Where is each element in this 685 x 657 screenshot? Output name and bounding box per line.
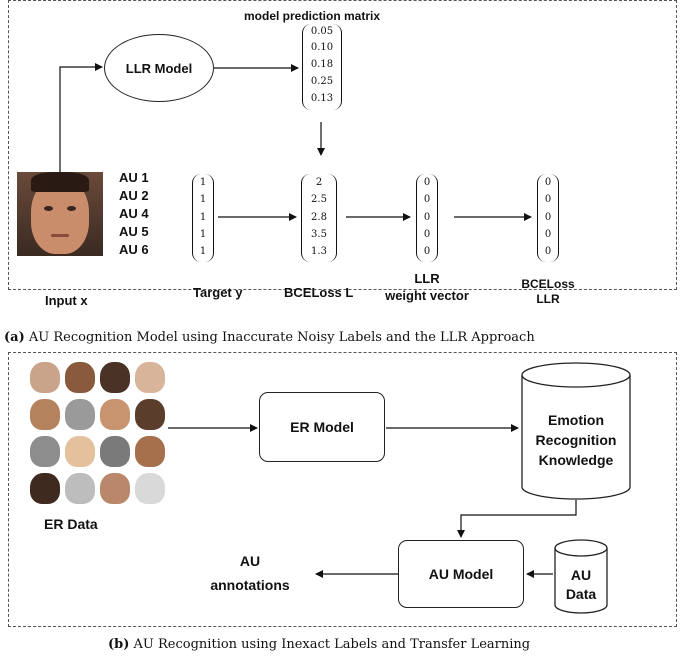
llr-weight-label-line1: LLR [414, 271, 440, 286]
prediction-value: 0.13 [310, 93, 334, 104]
face-thumbnail [100, 436, 130, 467]
au-item: AU 6 [119, 242, 149, 257]
bceloss-llr-value: 0 [544, 246, 552, 257]
caption-b: (b) AU Recognition using Inexact Labels … [108, 637, 530, 652]
face-thumbnail [65, 436, 95, 467]
knowledge-cylinder [521, 362, 631, 500]
llr-weight-value: 0 [423, 212, 431, 223]
face-thumbnail [135, 436, 165, 467]
panel-a-frame [8, 0, 677, 290]
prediction-value: 0.18 [310, 59, 334, 70]
au-data-cylinder [554, 539, 608, 614]
bceloss-value: 2.5 [311, 194, 327, 205]
face-hair [31, 172, 89, 192]
face-thumbnail [100, 473, 130, 504]
input-to-llr-arrow [59, 63, 103, 172]
bceloss-llr-value: 0 [544, 212, 552, 223]
er-model-label: ER Model [290, 419, 354, 435]
face-thumbnail [30, 473, 60, 504]
target-value: 1 [199, 229, 207, 240]
au-item: AU 4 [119, 206, 149, 221]
au-model-label: AU Model [428, 566, 494, 582]
bceloss-value: 2 [315, 177, 323, 188]
prediction-matrix: 0.05 0.10 0.18 0.25 0.13 [302, 24, 342, 110]
face-thumbnail [65, 473, 95, 504]
face-eye-right [67, 206, 76, 211]
llr-weight-value: 0 [423, 194, 431, 205]
au-data-line2: Data [565, 586, 597, 602]
face-thumbnail [30, 436, 60, 467]
bceloss-llr-label-line2: LLR [536, 292, 560, 306]
bceloss-llr-value: 0 [544, 194, 552, 205]
bceloss-llr-value: 0 [544, 177, 552, 188]
au-data-line1: AU [570, 567, 592, 583]
llr-weight-value: 0 [423, 246, 431, 257]
face-thumbnail [65, 362, 95, 393]
bceloss-value: 3.5 [311, 229, 327, 240]
face-thumbnail [30, 399, 60, 430]
bceloss-value: 2.8 [311, 212, 327, 223]
au-annotations-line2: annotations [210, 577, 290, 593]
face-eye-left [44, 206, 53, 211]
target-value: 1 [199, 246, 207, 257]
input-face-image [17, 172, 103, 256]
prediction-value: 0.05 [310, 26, 334, 37]
bceloss-llr-label-line1: BCELoss [521, 277, 575, 291]
llr-weight-value: 0 [423, 229, 431, 240]
target-y-label: Target y [193, 285, 243, 300]
prediction-value: 0.25 [310, 76, 334, 87]
er-model-node: ER Model [259, 392, 385, 462]
caption-a-tag: (a) [4, 330, 25, 345]
au-item: AU 2 [119, 188, 149, 203]
knowledge-line1: Emotion [548, 412, 604, 428]
panel-b-frame [8, 352, 677, 627]
face-thumbnail [135, 362, 165, 393]
prediction-value: 0.10 [310, 42, 334, 53]
target-value: 1 [199, 212, 207, 223]
caption-b-tag: (b) [108, 637, 130, 652]
caption-b-text: AU Recognition using Inexact Labels and … [133, 637, 531, 652]
llr-weight-label-line2: weight vector [385, 288, 469, 303]
llr-model-node: LLR Model [104, 34, 214, 102]
bceloss-llr-matrix: 0 0 0 0 0 [537, 174, 559, 262]
target-value: 1 [199, 194, 207, 205]
face-thumbnail [30, 362, 60, 393]
llr-model-label: LLR Model [125, 60, 193, 76]
bceloss-label: BCELoss L [284, 285, 354, 300]
target-y-matrix: 1 1 1 1 1 [192, 174, 214, 262]
er-data-label: ER Data [44, 516, 98, 532]
au-annotations-line1: AU [239, 553, 261, 569]
prediction-matrix-title: model prediction matrix [244, 9, 381, 23]
face-mouth [51, 234, 69, 237]
knowledge-line2: Recognition [535, 432, 617, 448]
au-model-node: AU Model [398, 540, 524, 608]
face-thumbnail [135, 399, 165, 430]
caption-a-text: AU Recognition Model using Inaccurate No… [28, 330, 535, 345]
au-item: AU 1 [119, 170, 149, 185]
llr-weight-value: 0 [423, 177, 431, 188]
target-value: 1 [199, 177, 207, 188]
llr-weight-matrix: 0 0 0 0 0 [416, 174, 438, 262]
knowledge-to-aumodel-arrow [457, 500, 577, 538]
bceloss-matrix: 2 2.5 2.8 3.5 1.3 [301, 174, 337, 262]
face-thumbnail [135, 473, 165, 504]
er-face-grid [30, 362, 165, 504]
face-thumbnail [100, 399, 130, 430]
input-x-label: Input x [45, 293, 88, 308]
bceloss-llr-value: 0 [544, 229, 552, 240]
bceloss-value: 1.3 [311, 246, 327, 257]
face-thumbnail [65, 399, 95, 430]
face-thumbnail [100, 362, 130, 393]
caption-a: (a) AU Recognition Model using Inaccurat… [4, 330, 535, 345]
knowledge-line3: Knowledge [538, 452, 614, 468]
au-item: AU 5 [119, 224, 149, 239]
